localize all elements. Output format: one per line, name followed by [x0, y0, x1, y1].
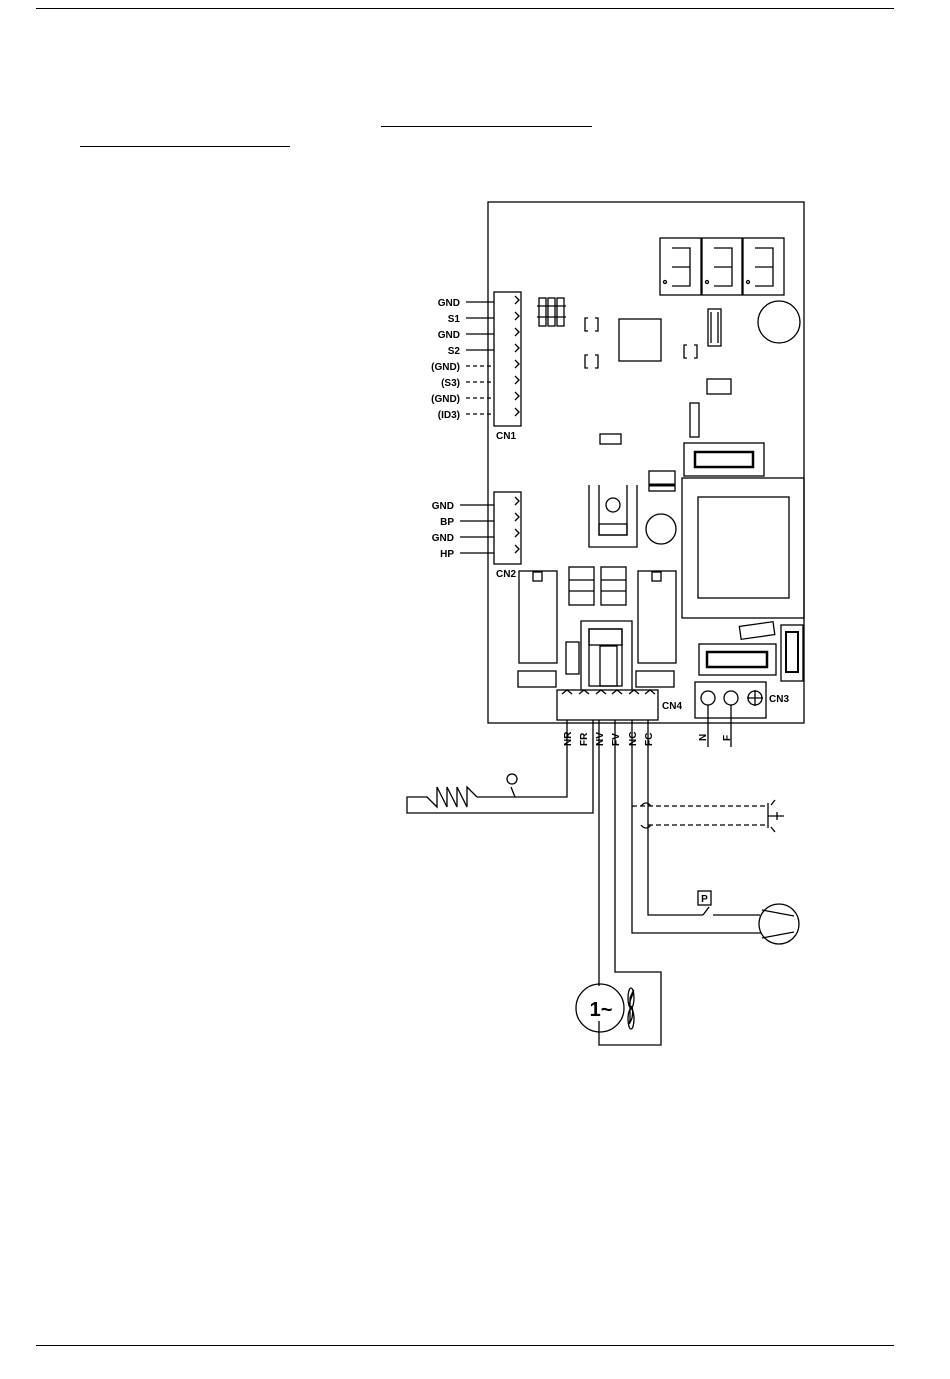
cn4-label: CN4	[662, 701, 682, 712]
cn4-terminal-label: NR	[563, 731, 574, 746]
cn2-label: CN2	[496, 569, 516, 580]
cn4-terminal-labels: NR FR NV FV NC FC	[563, 731, 655, 746]
cn4-terminal-label: FC	[644, 733, 655, 746]
cn1-connector	[494, 292, 521, 426]
cn3-terminal-label: F	[722, 735, 733, 741]
cn1-pin-label: (S3)	[441, 378, 460, 389]
fuse-2	[699, 644, 776, 675]
buzzer	[758, 301, 800, 343]
cn1-pin-label: S1	[448, 314, 461, 325]
cn1-pin-label: (GND)	[431, 394, 460, 405]
cn4-terminal-label: NV	[595, 732, 606, 746]
cn3-terminal-labels: N F	[698, 734, 733, 741]
microcontroller-chip	[619, 319, 661, 361]
cn4-connector	[557, 690, 658, 720]
cn1-pin-label: (GND)	[431, 362, 460, 373]
pcb-board	[488, 202, 804, 723]
cn1-pin-label: GND	[438, 330, 460, 341]
transformer	[682, 478, 804, 618]
cn2-pin-label: GND	[432, 533, 454, 544]
cn1-label: CN1	[496, 431, 516, 442]
cn1-pin-label: GND	[438, 298, 460, 309]
cn2-leads	[460, 505, 494, 553]
cn2-pin-label: GND	[432, 501, 454, 512]
fan-motor-label: 1~	[590, 999, 613, 1021]
cn1-pin-label: (ID3)	[438, 410, 460, 421]
seven-segment-display	[660, 238, 784, 295]
jumper-block	[537, 298, 566, 326]
cn4-terminal-label: FV	[611, 733, 622, 746]
cn2-pin-label: BP	[440, 517, 454, 528]
cn4-terminal-label: FR	[579, 732, 590, 746]
cn3-terminal-label: N	[698, 734, 709, 741]
cn4-terminal-label: NC	[628, 732, 639, 746]
pressure-switch-label: P	[701, 894, 708, 905]
cn4-wires	[407, 720, 784, 1045]
cn1-pin-label: S2	[448, 346, 461, 357]
cn1-pin-labels: GND S1 GND S2 (GND) (S3) (GND) (ID3)	[431, 298, 460, 421]
relay-2	[638, 571, 676, 663]
cn2-pin-labels: GND BP GND HP	[432, 501, 455, 560]
cn3-label: CN3	[769, 694, 789, 705]
cn1-leads	[466, 302, 494, 414]
relay-1	[519, 571, 557, 663]
cn2-pin-label: HP	[440, 549, 454, 560]
